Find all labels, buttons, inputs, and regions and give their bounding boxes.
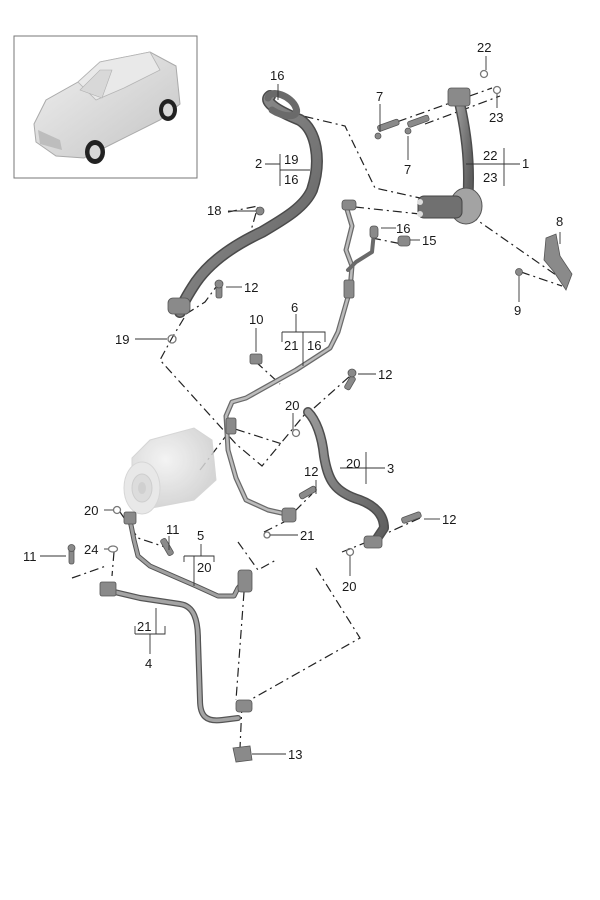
- callout-7[interactable]: 7: [404, 162, 411, 177]
- bolt-16b-icon: [369, 225, 379, 239]
- callout-1-sub-22: 22: [483, 148, 497, 163]
- callout-11[interactable]: 11: [23, 549, 37, 564]
- callout-18[interactable]: 18: [207, 203, 221, 218]
- bracket-8-icon: [543, 233, 573, 291]
- callout-22[interactable]: 22: [477, 40, 491, 55]
- nut-13-icon: [397, 235, 411, 247]
- callout-15[interactable]: 13: [288, 747, 302, 762]
- callout-5-sub-20: 20: [197, 560, 211, 575]
- callout-8[interactable]: 8: [556, 214, 563, 229]
- callout-21[interactable]: 21: [300, 528, 314, 543]
- callout-labels: 16 2 19 16 7 7 22 23 22 23 1 8 9 18 16 1…: [23, 40, 563, 762]
- hose-1[interactable]: [417, 87, 483, 225]
- vehicle-thumbnail[interactable]: [13, 35, 198, 179]
- bolt-7b-icon: [404, 114, 430, 135]
- o-ring-21-icon: [263, 531, 271, 539]
- hose-4[interactable]: [99, 581, 253, 724]
- leader-lines: [40, 56, 561, 755]
- o-ring-22-icon: [479, 69, 489, 79]
- hose-3[interactable]: [303, 407, 389, 549]
- callout-3[interactable]: 3: [387, 461, 394, 476]
- bolt-12d-icon: [401, 511, 422, 524]
- callout-20[interactable]: 20: [285, 398, 299, 413]
- callout-6-sub-21: 21: [284, 338, 298, 353]
- callout-1-sub-23: 23: [483, 170, 497, 185]
- callout-12[interactable]: 12: [378, 367, 392, 382]
- o-ring-20c-icon: [345, 547, 355, 557]
- clip-10-icon: [249, 353, 263, 365]
- o-ring-23-icon: [492, 85, 502, 95]
- callout-1[interactable]: 1: [522, 156, 529, 171]
- o-ring-24-icon: [107, 545, 119, 553]
- bolt-12c-icon: [298, 485, 317, 500]
- callout-2-sub-19: 19: [284, 152, 298, 167]
- callout-11[interactable]: 11: [166, 522, 180, 537]
- compressor: [123, 427, 217, 515]
- callout-23[interactable]: 23: [489, 110, 503, 125]
- callout-12[interactable]: 12: [244, 280, 258, 295]
- callout-3-sub-20: 20: [346, 456, 360, 471]
- callout-5[interactable]: 5: [197, 528, 204, 543]
- nut-9-icon: [515, 268, 523, 276]
- o-ring-20a-icon: [291, 428, 301, 438]
- callout-7[interactable]: 7: [376, 89, 383, 104]
- callout-13[interactable]: 15: [422, 233, 436, 248]
- callout-4[interactable]: 4: [145, 656, 152, 671]
- callout-9[interactable]: 9: [514, 303, 521, 318]
- callout-16[interactable]: 16: [270, 68, 284, 83]
- bolt-11b-icon: [67, 544, 76, 565]
- bolt-12b-icon: [344, 368, 357, 391]
- bolt-12a-icon: [214, 279, 224, 299]
- callout-24[interactable]: 24: [84, 542, 98, 557]
- callout-12[interactable]: 12: [304, 464, 318, 479]
- clip-15-icon: [232, 745, 253, 763]
- bolt-11a-icon: [160, 538, 174, 556]
- small-parts: [67, 69, 573, 763]
- screw-18-icon: [255, 206, 265, 216]
- o-ring-19-icon: [167, 334, 177, 344]
- callout-6-sub-16: 16: [307, 338, 321, 353]
- callout-6[interactable]: 6: [291, 300, 298, 315]
- callout-20[interactable]: 20: [342, 579, 356, 594]
- callout-2[interactable]: 2: [255, 156, 262, 171]
- callout-19[interactable]: 19: [115, 332, 129, 347]
- hose-6[interactable]: [223, 199, 376, 523]
- o-ring-20b-icon: [112, 505, 122, 515]
- callout-12[interactable]: 12: [442, 512, 456, 527]
- callout-16[interactable]: 16: [396, 221, 410, 236]
- bolt-7a-icon: [374, 118, 400, 140]
- callout-10[interactable]: 10: [249, 312, 263, 327]
- callout-4-sub-21: 21: [137, 619, 151, 634]
- hose-2[interactable]: [167, 90, 323, 318]
- hose-5[interactable]: [123, 511, 253, 599]
- car-icon: [33, 51, 181, 164]
- callout-2-sub-16: 16: [284, 172, 298, 187]
- callout-20[interactable]: 20: [84, 503, 98, 518]
